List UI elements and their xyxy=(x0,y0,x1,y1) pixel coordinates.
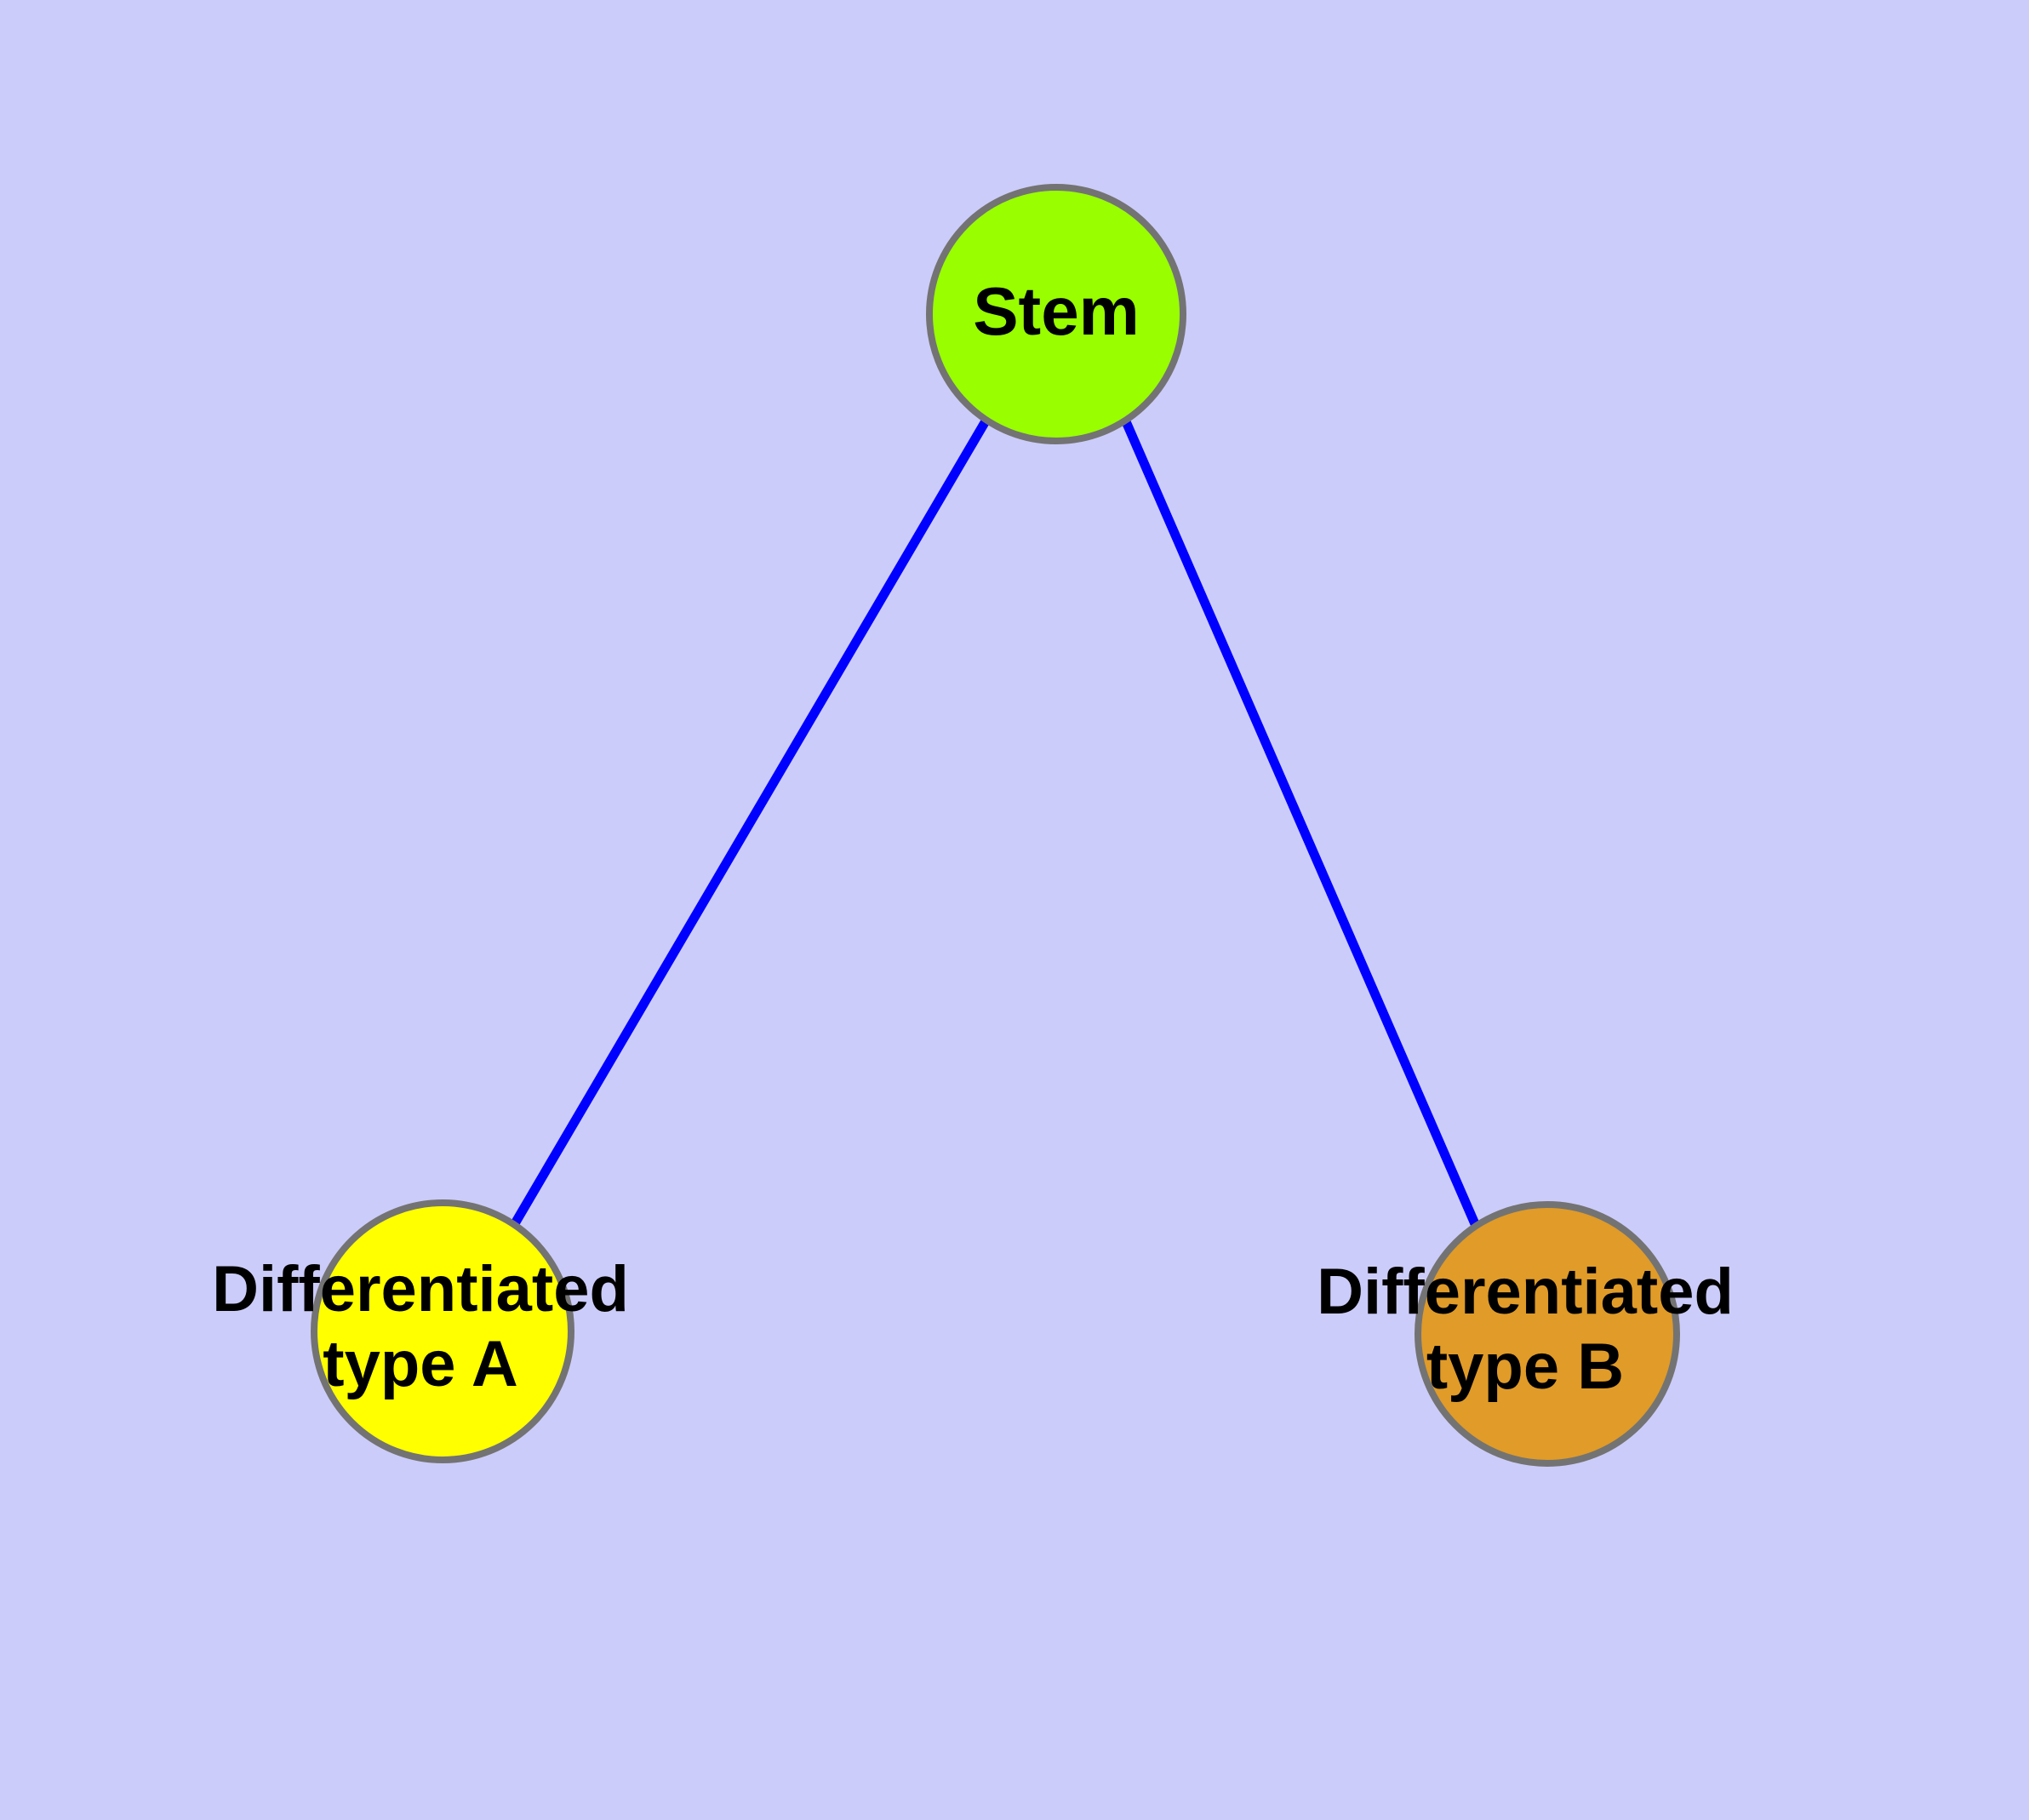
node-diff_a[interactable] xyxy=(311,1199,574,1463)
edge-stem-diff-b[interactable] xyxy=(1120,417,1481,1228)
node-label-line: type A xyxy=(323,1328,517,1400)
node-label-line: Stem xyxy=(973,273,1140,349)
edge-stem-diff-a[interactable] xyxy=(510,417,991,1228)
nodes-group xyxy=(311,184,1680,1467)
node-label-stem: Stem xyxy=(973,273,1140,349)
edges-group xyxy=(510,417,1481,1228)
node-label-line: Differentiated xyxy=(212,1253,629,1325)
node-label-line: type B xyxy=(1426,1331,1624,1403)
node-diff_b[interactable] xyxy=(1415,1201,1680,1467)
node-label-line: Differentiated xyxy=(1317,1256,1734,1328)
node-stem[interactable] xyxy=(926,184,1186,444)
